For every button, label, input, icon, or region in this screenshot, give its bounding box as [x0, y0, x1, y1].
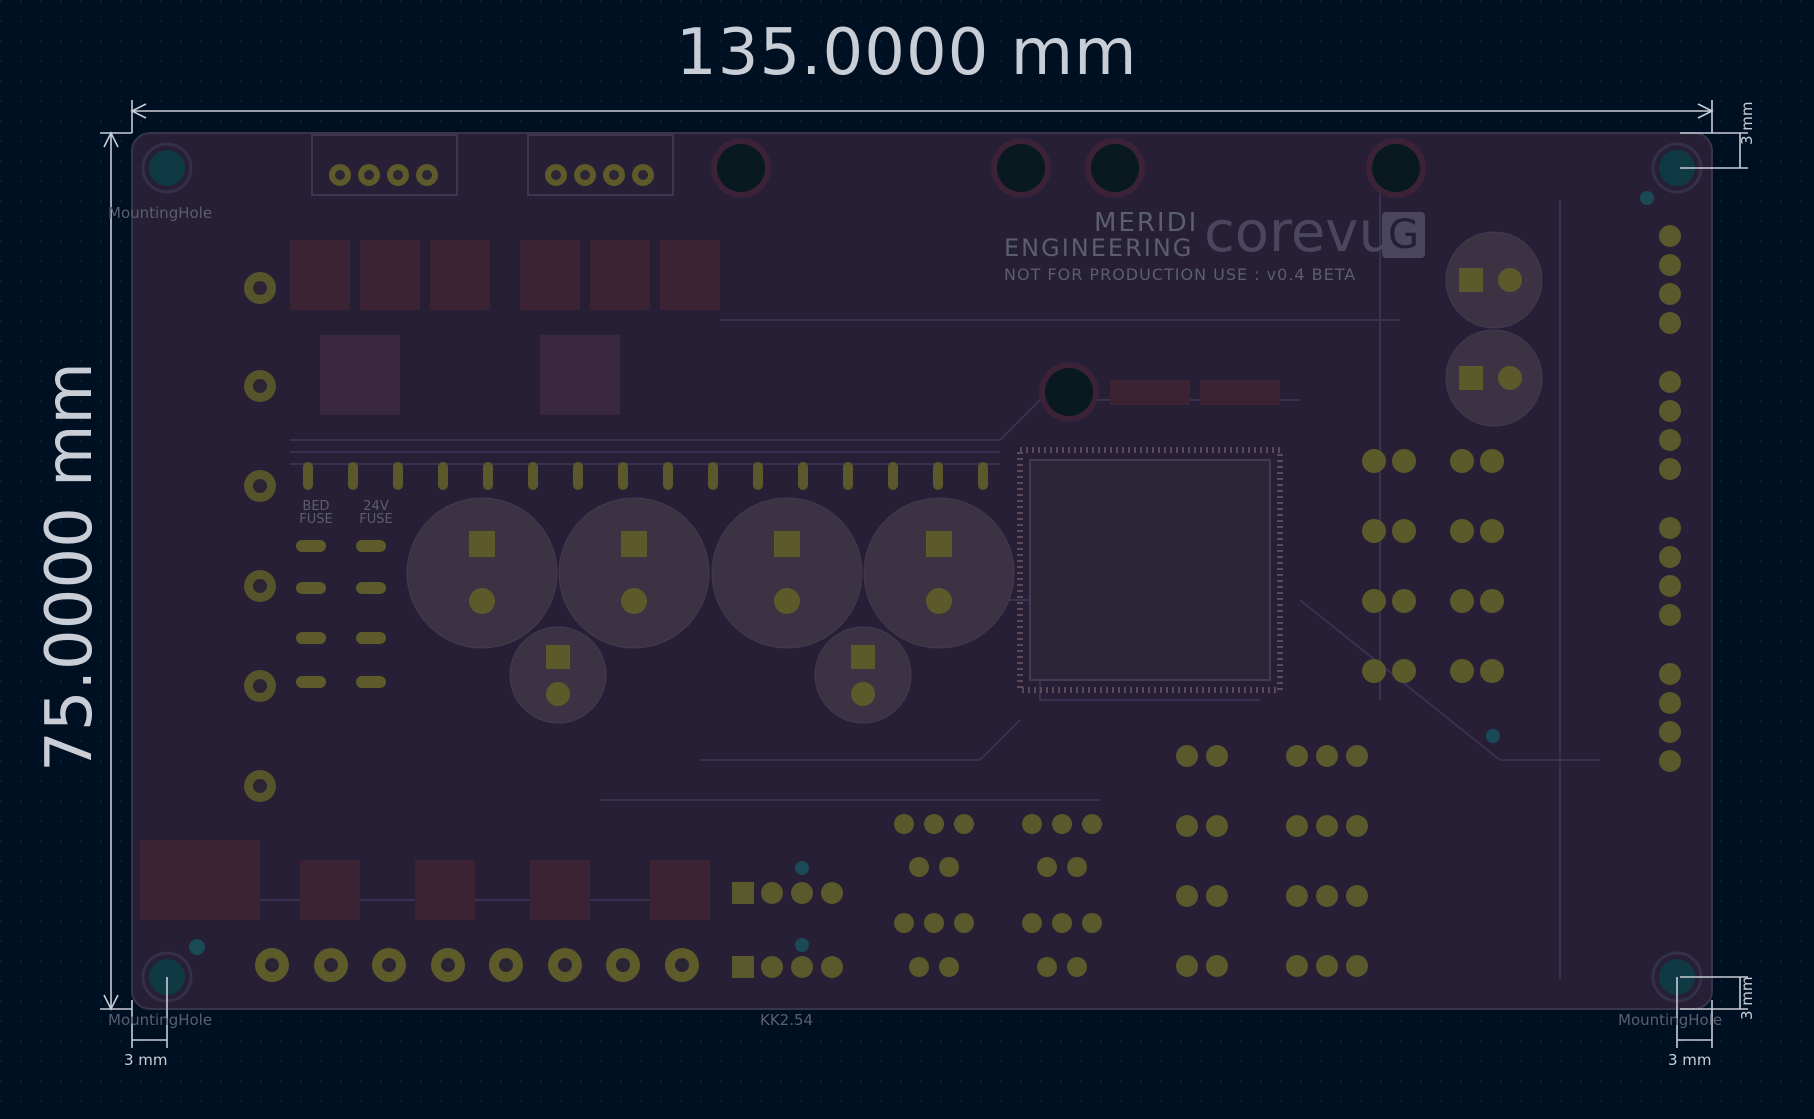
- silk-mounting-hole-bl: MountingHole: [108, 1011, 213, 1029]
- height-dimension-label: 75.0000 mm: [33, 362, 107, 772]
- silk-brand-badge: G: [1382, 212, 1425, 258]
- hole-offset-label-br: 3 mm: [1668, 1051, 1712, 1069]
- bottom-terminals: [255, 948, 699, 982]
- hole-offset-label-tr: 3 mm: [1738, 101, 1756, 145]
- silk-company-line2: ENGINEERING: [1004, 234, 1194, 262]
- standoff-holes: [711, 138, 1426, 422]
- left-power-pads: [244, 272, 276, 802]
- dimension-lines: [100, 100, 1748, 1048]
- silk-mounting-hole-br: MountingHole: [1618, 1011, 1723, 1029]
- top-terminals: [311, 134, 674, 196]
- mcu-chip: [1017, 447, 1283, 693]
- power-mosfets: [140, 240, 1280, 920]
- silk-mounting-hole-tl: MountingHole: [108, 204, 213, 222]
- silk-bed-fuse: BED FUSE: [299, 499, 333, 527]
- kk-connectors: [732, 745, 1368, 978]
- fuse-holders: [296, 540, 386, 688]
- driver-headers: [1362, 449, 1504, 683]
- right-edge-pins: [1659, 225, 1681, 772]
- vias: [189, 191, 1654, 955]
- hole-offset-label-rr: 3 mm: [1738, 976, 1756, 1020]
- capacitors: [406, 231, 1543, 724]
- silk-24v-fuse: 24V FUSE: [359, 499, 393, 527]
- silk-notice: NOT FOR PRODUCTION USE : v0.4 BETA: [1004, 265, 1357, 284]
- silk-connector-label: KK2.54: [760, 1011, 814, 1029]
- width-dimension-label: 135.0000 mm: [676, 16, 1138, 90]
- resistor-row: [303, 462, 988, 490]
- silk-company-line1: MERIDI: [1094, 208, 1199, 238]
- hole-offset-label-bl: 3 mm: [124, 1051, 168, 1069]
